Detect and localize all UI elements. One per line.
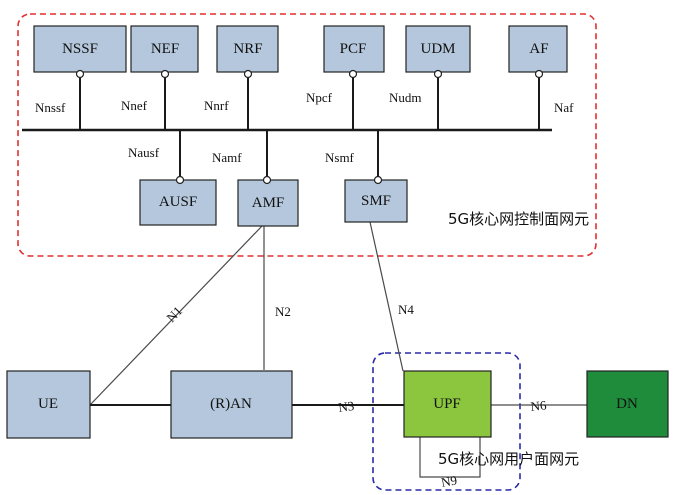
- nnssf-label: Nnssf: [35, 100, 66, 115]
- nausf-label: Nausf: [128, 145, 160, 160]
- nssf-label: NSSF: [62, 41, 98, 57]
- naf-label: Naf: [554, 100, 574, 115]
- pcf-node: PCF: [323, 25, 385, 73]
- pcf-label: PCF: [340, 41, 367, 57]
- nssf-port: [75, 69, 85, 79]
- nsmf-label: Nsmf: [325, 150, 355, 165]
- udm-label: UDM: [420, 41, 455, 57]
- namf-label: Namf: [212, 150, 242, 165]
- udm-port: [433, 69, 443, 79]
- user-plane-label: 5G核心网用户面网元: [438, 450, 579, 468]
- smf-node: SMF: [344, 179, 408, 223]
- user-plane-region: [372, 352, 521, 491]
- control-plane-label: 5G核心网控制面网元: [448, 210, 589, 228]
- n4-label: N4: [398, 302, 414, 317]
- nudm-label: Nudm: [389, 90, 422, 105]
- n9-loop: [419, 437, 481, 478]
- ue-label: UE: [38, 396, 58, 412]
- amf-port: [262, 175, 272, 185]
- nef-label: NEF: [151, 41, 179, 57]
- smf-port: [373, 175, 383, 185]
- af-label: AF: [529, 41, 548, 57]
- n3-label: N3: [337, 398, 355, 415]
- ausf-label: AUSF: [159, 194, 197, 210]
- ran-label: (R)AN: [210, 396, 252, 412]
- nnrf-label: Nnrf: [204, 98, 229, 113]
- dn-node: DN: [586, 370, 669, 438]
- upf-label: UPF: [433, 396, 461, 412]
- n9-label: N9: [440, 472, 458, 490]
- nrf-label: NRF: [233, 41, 262, 57]
- nssf-node: NSSF: [33, 25, 127, 73]
- af-port: [534, 69, 544, 79]
- upf-node: UPF: [403, 370, 492, 438]
- n1-label: N1: [163, 303, 185, 325]
- npcf-label: Npcf: [306, 90, 333, 105]
- dn-label: DN: [616, 396, 638, 412]
- udm-node: UDM: [405, 25, 471, 73]
- af-node: AF: [508, 25, 568, 73]
- pcf-port: [348, 69, 358, 79]
- ue-node: UE: [6, 370, 91, 439]
- nef-port: [160, 69, 170, 79]
- control-plane-region: [17, 13, 597, 257]
- n1-line: [89, 225, 263, 406]
- n2-label: N2: [275, 304, 291, 319]
- ran-node: (R)AN: [170, 370, 293, 439]
- nnef-label: Nnef: [121, 98, 148, 113]
- nrf-port: [243, 69, 253, 79]
- nef-node: NEF: [130, 25, 199, 73]
- smf-label: SMF: [361, 193, 391, 209]
- n4-line: [369, 221, 404, 372]
- amf-node: AMF: [237, 179, 299, 227]
- n6-label: N6: [530, 397, 548, 414]
- ausf-node: AUSF: [139, 179, 217, 226]
- amf-label: AMF: [252, 195, 285, 211]
- nrf-node: NRF: [216, 25, 279, 73]
- ausf-port: [175, 175, 185, 185]
